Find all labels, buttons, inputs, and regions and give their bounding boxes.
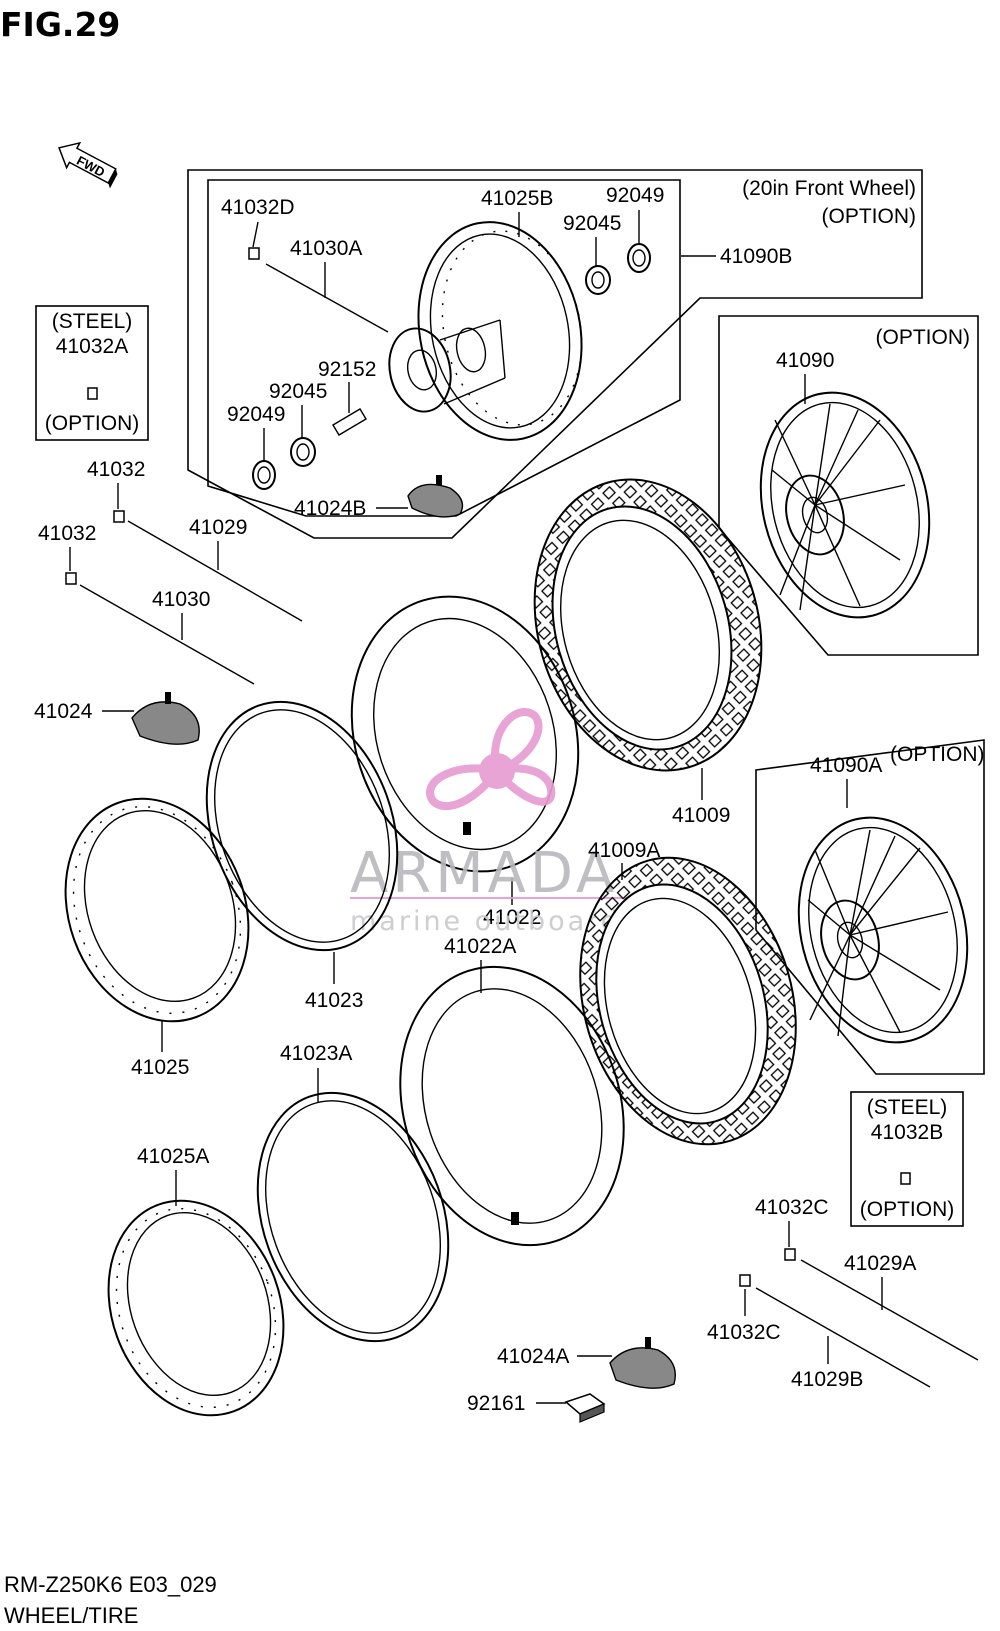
callout-41030A: 41030A bbox=[290, 237, 362, 260]
steel-41032B-line2: 41032B bbox=[871, 1121, 943, 1144]
bearing-92045-top[interactable] bbox=[585, 265, 611, 295]
callout-41022: 41022 bbox=[483, 906, 541, 929]
rim-band-41024A[interactable] bbox=[609, 1337, 676, 1389]
spoke-41029B[interactable] bbox=[755, 1287, 931, 1388]
callout-41024A: 41024A bbox=[497, 1345, 569, 1368]
callout-92049-top: 92049 bbox=[606, 184, 664, 207]
callout-41090A: 41090A bbox=[810, 754, 882, 777]
callout-41090: 41090 bbox=[776, 349, 834, 372]
callout-92049-bottom: 92049 bbox=[227, 403, 285, 426]
rim-41025B[interactable] bbox=[399, 207, 601, 455]
option-41090A-caption: (OPTION) bbox=[890, 743, 985, 766]
part-92161[interactable] bbox=[564, 1393, 606, 1423]
rim-strip-41023[interactable] bbox=[174, 675, 431, 977]
callout-41009: 41009 bbox=[672, 804, 730, 827]
footer-model-code: RM-Z250K6 E03_029 bbox=[4, 1572, 217, 1597]
steel-41032A-line3: (OPTION) bbox=[45, 412, 140, 435]
callout-41024B: 41024B bbox=[294, 497, 366, 520]
rim-strip-41023A[interactable] bbox=[225, 1066, 482, 1368]
rim-band-41024B[interactable] bbox=[407, 475, 464, 518]
group-outline-option-41090 bbox=[718, 315, 979, 656]
watermark-brand: ARMADA bbox=[350, 841, 618, 906]
callout-41025A: 41025A bbox=[137, 1145, 209, 1168]
callout-41023A: 41023A bbox=[280, 1042, 352, 1065]
nipple-41032C-a[interactable] bbox=[784, 1248, 796, 1261]
spoke-41030A[interactable] bbox=[265, 263, 389, 333]
group-outline-steel-41032A bbox=[35, 305, 149, 441]
propeller-icon bbox=[426, 708, 556, 810]
fwd-label: FWD bbox=[74, 153, 107, 180]
steel-41032B-line3: (OPTION) bbox=[860, 1198, 955, 1221]
group-outline-steel-41032B bbox=[850, 1091, 964, 1227]
callout-41029: 41029 bbox=[189, 516, 247, 539]
callout-41090B: 41090B bbox=[720, 245, 792, 268]
front-hub[interactable] bbox=[382, 319, 506, 417]
spoke-41029[interactable] bbox=[127, 520, 303, 622]
front-20in-caption-1: (20in Front Wheel) bbox=[742, 177, 916, 200]
nipple-41032B[interactable] bbox=[900, 1172, 911, 1185]
footer-section: WHEEL/TIRE bbox=[4, 1603, 138, 1628]
callout-41009A: 41009A bbox=[588, 839, 660, 862]
callout-41029A: 41029A bbox=[844, 1252, 916, 1275]
nipple-41032A[interactable] bbox=[87, 387, 98, 400]
callout-92161: 92161 bbox=[467, 1392, 525, 1415]
group-outline-20in-front-wheel bbox=[187, 169, 923, 539]
callout-41032D: 41032D bbox=[221, 196, 295, 219]
bearing-92045-bottom[interactable] bbox=[290, 437, 316, 467]
callout-92045-top: 92045 bbox=[563, 212, 621, 235]
callout-41032C-a: 41032C bbox=[755, 1196, 829, 1219]
callout-41032-b: 41032 bbox=[38, 522, 96, 545]
spoke-41030[interactable] bbox=[79, 584, 255, 685]
steel-41032A-line2: 41032A bbox=[56, 335, 128, 358]
callout-41022A: 41022A bbox=[444, 935, 516, 958]
callout-41025: 41025 bbox=[131, 1056, 189, 1079]
option-41090-caption: (OPTION) bbox=[876, 326, 971, 349]
rim-41025A[interactable] bbox=[79, 1176, 312, 1440]
nipple-41032-a[interactable] bbox=[113, 510, 125, 523]
nipple-41032-b[interactable] bbox=[65, 572, 77, 585]
nipple-41032D[interactable] bbox=[248, 247, 260, 260]
callout-92152: 92152 bbox=[318, 358, 376, 381]
fwd-arrow-icon: FWD bbox=[58, 141, 118, 189]
callout-41025B: 41025B bbox=[481, 187, 553, 210]
tube-41022A[interactable] bbox=[365, 938, 658, 1275]
callout-41023: 41023 bbox=[305, 989, 363, 1012]
steel-41032A-line1: (STEEL) bbox=[52, 310, 133, 333]
seal-92049-top[interactable] bbox=[627, 243, 651, 273]
figure-title: FIG.29 bbox=[0, 5, 120, 44]
group-outline-option-41090A bbox=[755, 739, 985, 1075]
callout-41029B: 41029B bbox=[791, 1368, 863, 1391]
callout-92045-bottom: 92045 bbox=[269, 380, 327, 403]
tube-41022[interactable] bbox=[317, 567, 613, 901]
tire-41009[interactable] bbox=[501, 452, 794, 797]
spacer-92152[interactable] bbox=[332, 408, 367, 436]
wheel-assembly-41090A[interactable] bbox=[776, 800, 990, 1061]
wheel-assembly-41090[interactable] bbox=[738, 375, 952, 636]
seal-92049-bottom[interactable] bbox=[252, 460, 276, 490]
rim-band-41024[interactable] bbox=[131, 692, 200, 745]
callout-41032-a: 41032 bbox=[87, 458, 145, 481]
steel-41032B-line1: (STEEL) bbox=[867, 1096, 948, 1119]
rim-41025[interactable] bbox=[35, 773, 278, 1047]
callout-41024: 41024 bbox=[34, 700, 93, 723]
spoke-41029A[interactable] bbox=[800, 1259, 979, 1361]
callout-41030: 41030 bbox=[152, 588, 210, 611]
front-20in-caption-2: (OPTION) bbox=[822, 205, 917, 228]
nipple-41032C-b[interactable] bbox=[739, 1274, 751, 1287]
callout-41032C-b: 41032C bbox=[707, 1321, 781, 1344]
tire-41009A[interactable] bbox=[548, 832, 828, 1170]
